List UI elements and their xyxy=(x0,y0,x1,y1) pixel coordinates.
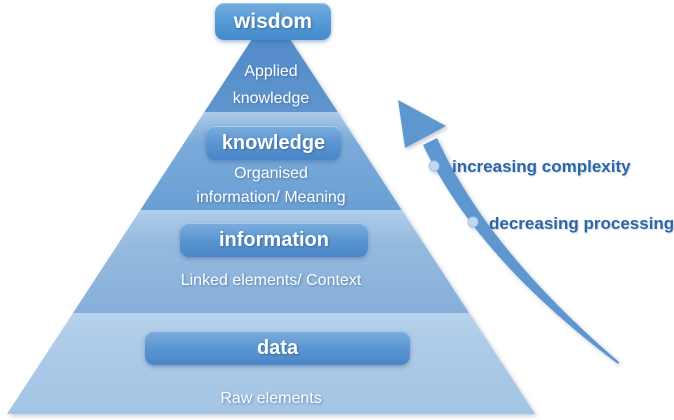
knowledge-pill: knowledge xyxy=(206,126,341,160)
information-pill: information xyxy=(180,223,368,257)
arrow-shaft xyxy=(423,138,619,364)
arrow-head xyxy=(398,100,446,148)
caption-line: Raw elements xyxy=(220,390,322,407)
increasing-complexity-label: increasing complexity xyxy=(452,157,631,176)
information-caption: Linked elements/ Context xyxy=(119,272,423,289)
wisdom-pill: wisdom xyxy=(215,3,331,40)
caption-line: knowledge xyxy=(232,90,310,107)
caption-line: Applied xyxy=(244,63,298,80)
increasing-marker-dot xyxy=(428,160,440,172)
wisdom-caption: Applied knowledge xyxy=(121,58,421,112)
data-pill: data xyxy=(145,331,410,365)
caption-line: Organised xyxy=(234,165,308,182)
knowledge-caption: Organised information/ Meaning xyxy=(121,162,421,210)
data-caption: Raw elements xyxy=(121,390,421,407)
decreasing-processing-label: decreasing processing xyxy=(489,214,674,233)
caption-line: information/ Meaning xyxy=(196,189,346,206)
decreasing-marker-dot xyxy=(467,216,479,228)
caption-line: Linked elements/ Context xyxy=(180,272,362,289)
